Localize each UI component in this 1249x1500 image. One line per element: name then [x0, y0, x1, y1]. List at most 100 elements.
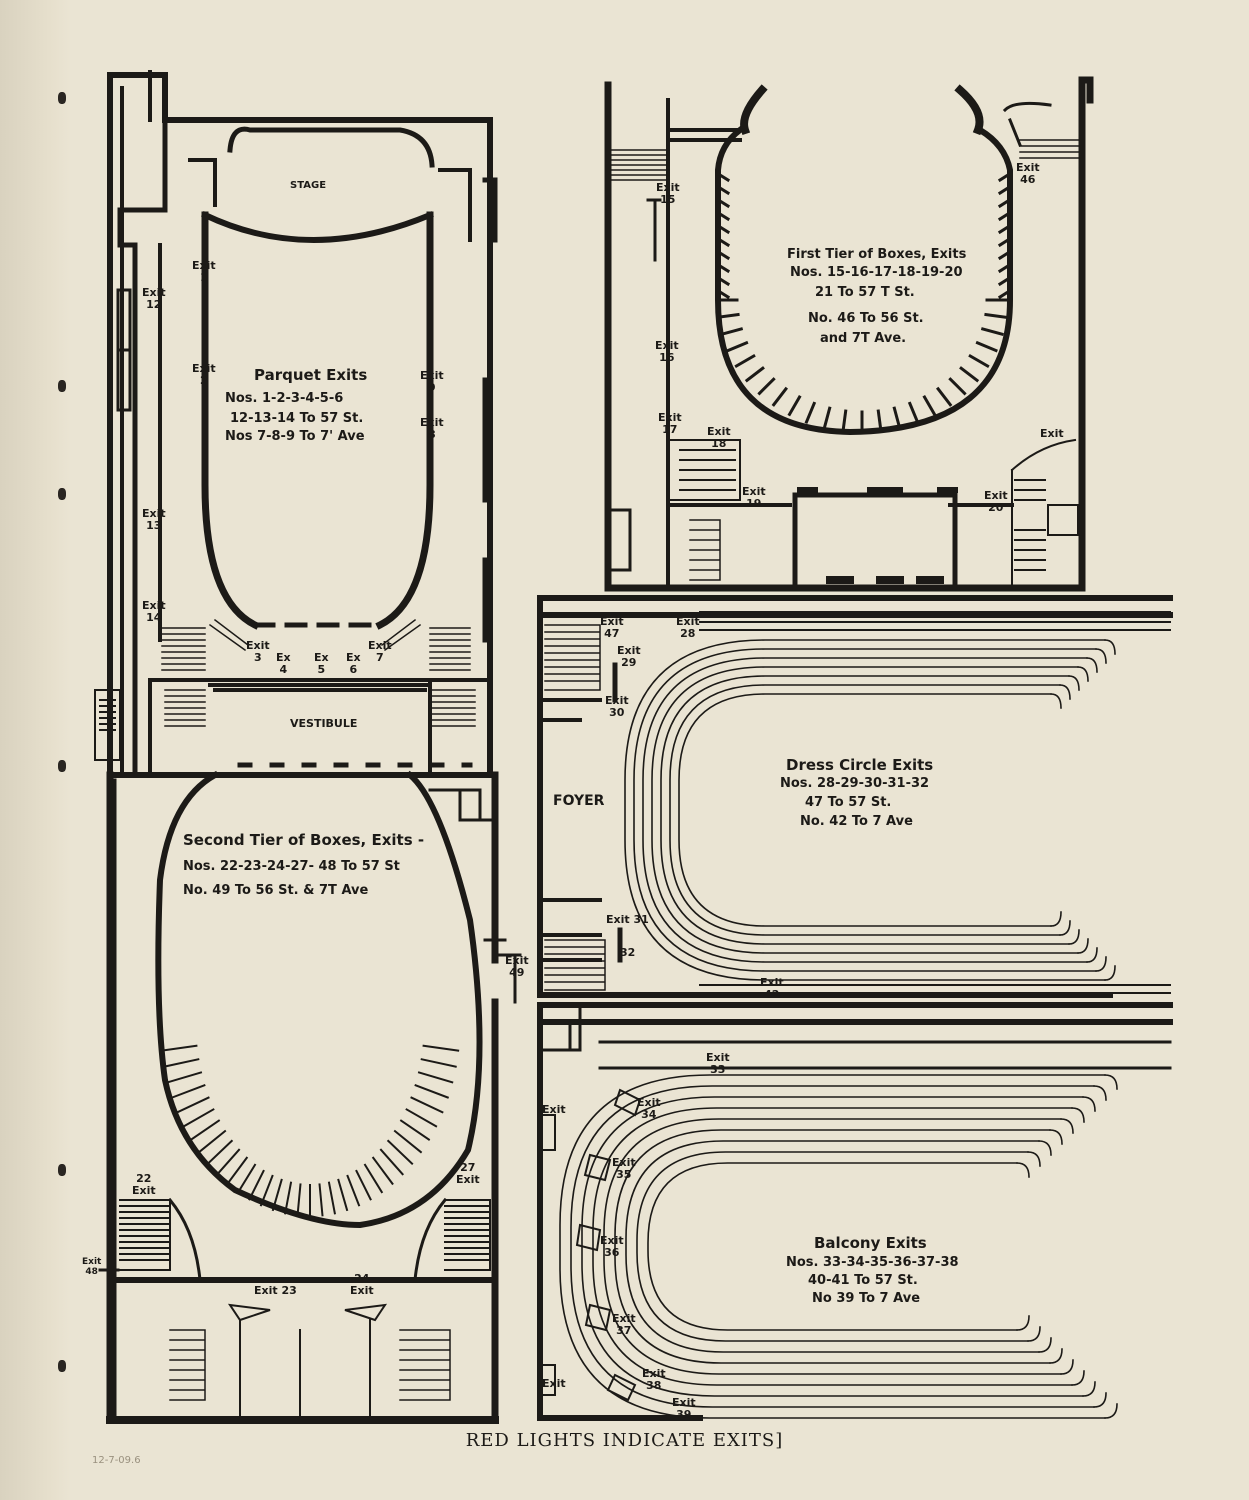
seat-row [625, 1140, 1040, 1353]
box-partition [371, 1156, 394, 1186]
binding-hole [58, 380, 66, 392]
binding-hole [58, 1360, 66, 1372]
seat-row [633, 648, 1097, 972]
box-partition [744, 366, 765, 383]
seat-row-end [1104, 1074, 1118, 1090]
second-tier-line-2: No. 49 To 56 St. & 7T Ave [183, 883, 369, 898]
box-partition [717, 198, 731, 209]
box-partition [975, 340, 998, 353]
seat-row-end [1068, 929, 1080, 945]
foyer-label: FOYER [553, 793, 605, 809]
seat-row-end [1093, 1085, 1107, 1101]
seat-row [660, 675, 1070, 945]
box-partition [726, 340, 749, 353]
box-partition [787, 394, 802, 417]
box-partition [717, 276, 731, 287]
box-partition [876, 409, 883, 433]
parquet-title: Parquet Exits [254, 366, 368, 384]
vestibule-label: VESTIBULE [290, 717, 358, 730]
parquet-plan [94, 70, 498, 778]
box-partition [717, 224, 731, 235]
box-partition [935, 386, 953, 407]
box-partition [948, 377, 967, 396]
dress-circle-title: Dress Circle Exits [786, 756, 934, 774]
seat-row [678, 693, 1052, 927]
seat-row-end [1104, 965, 1116, 981]
seat-row-end [1086, 657, 1098, 673]
box-partition [393, 1129, 423, 1154]
seat-row [624, 639, 1106, 981]
box-partition [997, 263, 1011, 274]
seat-row [570, 1085, 1095, 1408]
box-partition [922, 394, 937, 417]
seat-row-end [1016, 1162, 1030, 1178]
exit-label-21: Exit [1040, 427, 1064, 440]
seat-row [592, 1107, 1073, 1386]
second-tier-plan [98, 770, 522, 1424]
box-partition [720, 327, 744, 337]
box-partition [757, 377, 776, 396]
seat-row-end [1068, 675, 1080, 691]
box-partition [226, 1156, 249, 1186]
box-partition [417, 1071, 454, 1084]
box-partition [189, 1119, 221, 1141]
seat-row-end [1060, 1359, 1074, 1375]
box-partition [399, 1119, 431, 1141]
seat-row-end [1059, 920, 1071, 936]
seat-row-end [1095, 956, 1107, 972]
second-tier-title: Second Tier of Boxes, Exits - [183, 831, 425, 849]
box-partition [804, 401, 817, 424]
seat-row-end [1086, 947, 1098, 963]
seat-row [614, 1129, 1051, 1364]
exit-label-32: 32 [620, 946, 636, 959]
seat-row-end [1060, 1118, 1074, 1134]
box-partition [166, 1071, 203, 1084]
box-partition [892, 406, 902, 430]
first-tier-line-2: 21 To 57 T St. [815, 285, 915, 300]
box-partition [422, 1044, 460, 1052]
binding-hole [58, 488, 66, 500]
box-partition [997, 224, 1011, 235]
box-partition [968, 353, 990, 369]
box-partition [296, 1183, 302, 1217]
box-partition [420, 1058, 457, 1068]
box-partition [197, 1129, 227, 1154]
footer-caption: RED LIGHTS INDICATE EXITS] [465, 1430, 784, 1451]
box-partition [379, 1148, 405, 1176]
box-partition [717, 263, 731, 274]
seat-row-end [1093, 1392, 1107, 1408]
box-partition [206, 1139, 234, 1166]
box-partition [170, 1083, 206, 1099]
seat-row-end [1016, 1315, 1030, 1331]
second-tier-line-1: Nos. 22-23-24-27- 48 To 57 St [183, 859, 400, 874]
box-partition [327, 1181, 337, 1215]
box-partition [907, 401, 920, 424]
seat-row-end [1049, 1129, 1063, 1145]
exit-label-41: Exit [542, 1377, 566, 1390]
stage-label: STAGE [290, 180, 327, 191]
box-partition [363, 1163, 384, 1194]
balcony-plan [537, 1002, 1173, 1421]
binding-hole [58, 1164, 66, 1176]
box-partition [716, 312, 740, 319]
box-partition [271, 1178, 283, 1212]
box-partition [259, 1174, 274, 1207]
parquet-line-2: 12-13-14 To 57 St. [230, 411, 364, 426]
binding-fold [0, 0, 70, 1500]
